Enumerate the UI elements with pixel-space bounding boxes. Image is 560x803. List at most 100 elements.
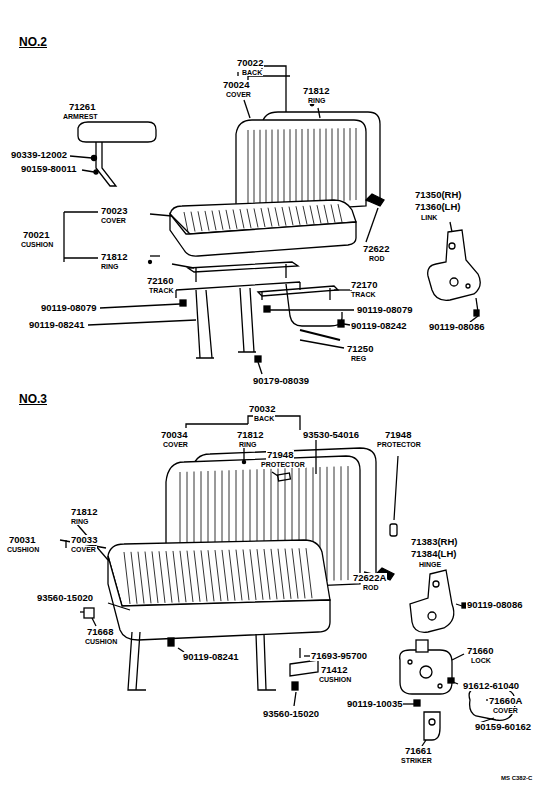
section-heading: NO.3 <box>18 393 48 405</box>
pleat-line <box>254 130 255 208</box>
pleat-line <box>278 549 284 599</box>
part-number: 72160 <box>146 276 174 286</box>
part-name: RING <box>307 97 327 104</box>
part-name: CUSHION <box>318 676 352 683</box>
part-name: CUSHION <box>84 638 118 645</box>
pleat-line <box>296 129 297 204</box>
pleat-line <box>331 204 335 222</box>
part-number: 70034 <box>160 430 188 440</box>
part-number: 93560-15020 <box>262 709 320 719</box>
part-number: 90179-08039 <box>252 376 310 386</box>
pleat-line <box>320 129 321 203</box>
part-number: 71384(LH) <box>410 549 457 559</box>
pleat-line <box>254 208 258 227</box>
part-number: 90159-60162 <box>474 722 532 732</box>
pleat-line <box>314 129 315 203</box>
pleat-line <box>278 129 279 205</box>
pleat-line <box>326 129 327 203</box>
pleat-line <box>324 205 328 223</box>
part-number: 71948 <box>266 450 294 460</box>
part-number: 72622A <box>352 573 387 583</box>
pleat-line <box>296 206 300 225</box>
pleat-line <box>250 549 256 600</box>
part-number: 71812 <box>100 252 128 262</box>
part-name: ROD <box>362 584 380 591</box>
part-name: BACK <box>241 69 263 76</box>
pleat-line <box>187 551 193 602</box>
part-number: 71250 <box>346 344 374 354</box>
pleat-line <box>308 129 309 204</box>
pleat-line <box>299 548 305 598</box>
pleat-line <box>284 129 285 205</box>
part-number: 90159-80011 <box>20 164 77 174</box>
pleat-line <box>338 204 342 222</box>
pleat-line <box>264 549 270 600</box>
part-number: 90339-12002 <box>10 150 68 160</box>
pleat-line <box>247 209 251 228</box>
pleat-line <box>243 549 249 600</box>
pleat-line <box>159 551 165 603</box>
pleat-line <box>145 552 151 604</box>
part-number: 70021 <box>22 230 50 240</box>
part-number: 93530-54016 <box>302 430 360 440</box>
pleat-line <box>194 551 200 602</box>
part-number: 90119-08241 <box>28 320 85 330</box>
pleat-line <box>184 212 188 232</box>
part-name: LINK <box>420 214 438 221</box>
part-name: PROTECTOR <box>376 441 422 448</box>
pleat-line <box>257 549 263 600</box>
part-name: REG <box>350 355 367 362</box>
part-number: 72170 <box>350 280 378 290</box>
pleat-line <box>205 211 209 231</box>
part-name: COVER <box>492 707 519 714</box>
pleat-line <box>303 206 307 224</box>
pleat-line <box>138 552 144 604</box>
part-number: 70031 <box>8 535 36 545</box>
part-name: CUSHION <box>6 546 40 553</box>
part-number: 71383(RH) <box>410 537 458 547</box>
pleat-line <box>285 549 291 599</box>
drawing-code: MS C382-C <box>500 775 533 781</box>
part-number: 90119-08079 <box>40 303 97 313</box>
part-name: BACK <box>253 415 275 422</box>
part-number: 90119-08241 <box>182 652 239 662</box>
part-number: 70022 <box>236 58 264 68</box>
pleat-line <box>208 550 214 601</box>
pleat-line <box>282 207 286 226</box>
pleat-line <box>350 128 351 200</box>
pleat-line <box>173 551 179 602</box>
part-number: 71660 <box>466 646 494 656</box>
part-number: 71412 <box>320 665 348 675</box>
pleat-line <box>198 211 202 231</box>
pleat-line <box>212 211 216 231</box>
part-name: PROTECTOR <box>260 461 306 468</box>
part-number: 71350(RH) <box>414 190 462 200</box>
pleat-line <box>317 205 321 223</box>
part-number: 93560-15020 <box>36 593 94 603</box>
pleat-line <box>272 130 273 207</box>
part-number: 70033 <box>70 535 98 545</box>
pleat-line <box>131 552 137 604</box>
pleat-line <box>261 208 265 227</box>
part-number: 91612-61040 <box>462 681 520 691</box>
pleat-line <box>292 548 298 598</box>
pleat-line <box>290 129 291 205</box>
pleat-line <box>289 207 293 226</box>
pleat-line <box>166 551 172 603</box>
part-name: HINGE <box>418 561 442 568</box>
pleat-line <box>334 467 335 581</box>
pleat-line <box>191 212 195 232</box>
part-number: 72622 <box>362 244 390 254</box>
part-number: 70023 <box>100 206 128 216</box>
pleat-line <box>248 130 249 208</box>
part-name: ROD <box>368 255 386 262</box>
part-number: 71812 <box>302 86 330 96</box>
part-name: COVER <box>100 217 127 224</box>
part-number: 71360(LH) <box>414 202 461 212</box>
part-name: RING <box>238 441 258 448</box>
pleat-line <box>302 129 303 204</box>
pleat-line <box>226 210 230 229</box>
part-number: 90119-08079 <box>356 305 413 315</box>
part-name: ARMREST <box>62 113 99 120</box>
